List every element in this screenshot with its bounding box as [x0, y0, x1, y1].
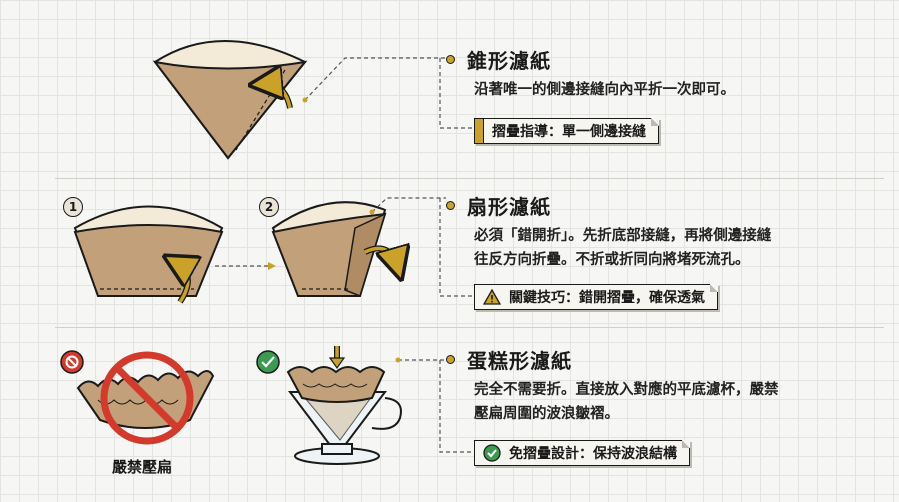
- description-line: 壓扁周圍的波浪皺褶。: [474, 406, 619, 422]
- warning-icon: [483, 289, 501, 305]
- section-divider: [55, 327, 884, 328]
- section-divider: [55, 178, 884, 179]
- check-icon: [483, 444, 501, 462]
- bullet-dot: [446, 55, 455, 64]
- description-line: 完全不需要折。直接放入對應的平底濾杯，嚴禁: [474, 382, 779, 398]
- fan-filter-description: 必須「錯開折」。先折底部接縫，再將側邊接縫 往反方向折疊。不折或折同向將堵死流孔…: [474, 224, 771, 272]
- no-icon: [60, 350, 84, 374]
- step-number-1: 1: [63, 197, 83, 217]
- cake-filter-description: 完全不需要折。直接放入對應的平底濾杯，嚴禁 壓扁周圍的波浪皺褶。: [474, 378, 779, 426]
- cone-filter-title: 錐形濾紙: [467, 49, 551, 73]
- tip-fold-corner: [710, 284, 718, 292]
- ban-label: 嚴禁壓扁: [112, 458, 173, 476]
- fan-filter-step2-illustration: [271, 197, 474, 297]
- tip-fold-corner: [651, 118, 659, 126]
- bullet-dot: [446, 201, 455, 210]
- cake-filter-title: 蛋糕形濾紙: [467, 349, 572, 373]
- cone-filter-heading: 錐形濾紙: [446, 45, 551, 74]
- step-number-2: 2: [259, 197, 279, 217]
- cake-filter-heading: 蛋糕形濾紙: [446, 345, 572, 374]
- tip-accent-bar: [475, 119, 484, 143]
- cone-filter-tip-text: 摺疊指導：單一側邊接縫: [492, 124, 646, 140]
- cone-filter-tip: 摺疊指導：單一側邊接縫: [474, 118, 659, 144]
- cake-filter-in-dripper-illustration: [286, 346, 474, 465]
- cake-filter-tip: 免摺疊設計：保持波浪結構: [474, 440, 690, 466]
- fan-filter-heading: 扇形濾紙: [446, 191, 551, 220]
- tip-fold-corner: [682, 440, 690, 448]
- cone-filter-description: 沿著唯一的側邊接縫向內平折一次即可。: [474, 78, 735, 102]
- description-line: 必須「錯開折」。先折底部接縫，再將側邊接縫: [474, 228, 772, 244]
- ok-icon: [256, 350, 280, 374]
- bullet-dot: [446, 355, 455, 364]
- fan-filter-tip-text: 關鍵技巧：錯開摺疊，確保透氣: [509, 290, 705, 306]
- cake-filter-tip-text: 免摺疊設計：保持波浪結構: [509, 446, 677, 462]
- description-line: 往反方向折疊。不折或折同向將堵死流孔。: [474, 252, 750, 268]
- description-line: 沿著唯一的側邊接縫向內平折一次即可。: [474, 82, 735, 98]
- fan-filter-tip: 關鍵技巧：錯開摺疊，確保透氣: [474, 284, 718, 310]
- fan-filter-title: 扇形濾紙: [467, 195, 551, 219]
- fan-filter-step1-illustration: [73, 205, 276, 304]
- cone-filter-illustration: [152, 40, 474, 160]
- crushed-cake-filter-illustration: [76, 351, 215, 445]
